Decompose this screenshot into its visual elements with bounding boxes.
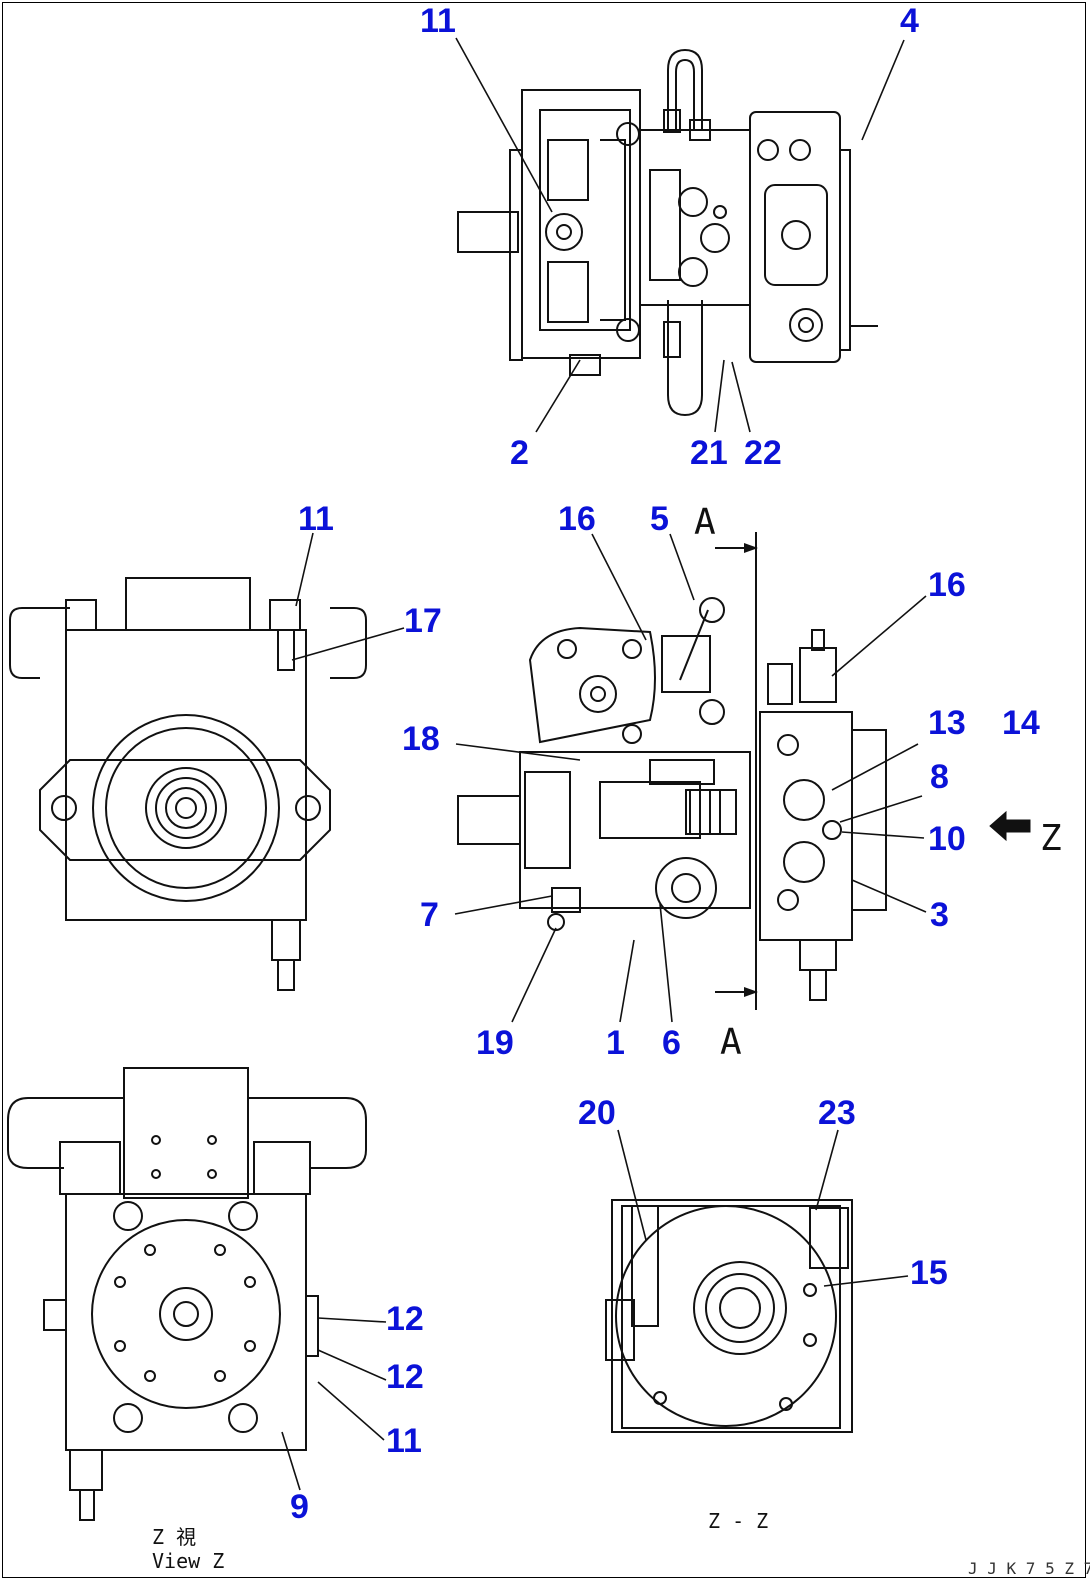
callout-7: 7 <box>420 896 439 934</box>
callout-16-a: 16 <box>558 500 596 538</box>
callout-22: 22 <box>744 434 782 472</box>
callout-17: 17 <box>404 602 442 640</box>
view-z-label: View Z <box>152 1549 224 1573</box>
callout-10: 10 <box>928 820 966 858</box>
section-zz-label: Z - Z <box>708 1509 768 1533</box>
bottom-left-view-z <box>7 1067 387 1521</box>
callout-5: 5 <box>650 500 669 538</box>
callout-12-b: 12 <box>386 1358 424 1396</box>
callout-8: 8 <box>930 758 949 796</box>
callout-15: 15 <box>910 1254 948 1292</box>
left-end-view <box>9 532 405 991</box>
drawing-code: J J K 7 5 Z 7 <box>968 1559 1090 1578</box>
callout-numbers: 11 4 2 21 22 11 17 16 5 16 18 13 14 8 10… <box>290 2 1040 1526</box>
callout-11-left: 11 <box>298 500 334 538</box>
view-z-native-label: Z 視 <box>152 1525 196 1549</box>
callout-12-a: 12 <box>386 1300 424 1338</box>
callout-1: 1 <box>606 1024 625 1062</box>
callout-14: 14 <box>1002 704 1040 742</box>
callout-20: 20 <box>578 1094 616 1132</box>
callout-13: 13 <box>928 704 966 742</box>
callout-4: 4 <box>900 2 919 40</box>
callout-9: 9 <box>290 1488 309 1526</box>
callout-23: 23 <box>818 1094 856 1132</box>
callout-6: 6 <box>662 1024 681 1062</box>
top-pump-view <box>455 37 905 433</box>
callout-18: 18 <box>402 720 440 758</box>
section-marker-a-bottom: A <box>720 1022 742 1063</box>
bottom-right-section-zz <box>605 1129 909 1433</box>
callout-16-b: 16 <box>928 566 966 604</box>
center-pump-view <box>454 532 1031 1023</box>
section-marker-a-top: A <box>694 502 716 543</box>
callout-2: 2 <box>510 434 529 472</box>
callout-11-top: 11 <box>420 2 456 40</box>
callout-19: 19 <box>476 1024 514 1062</box>
view-arrow-label-z: Z <box>1040 818 1062 859</box>
callout-11-bottom: 11 <box>386 1422 422 1460</box>
callout-3: 3 <box>930 896 949 934</box>
callout-21: 21 <box>690 434 728 472</box>
